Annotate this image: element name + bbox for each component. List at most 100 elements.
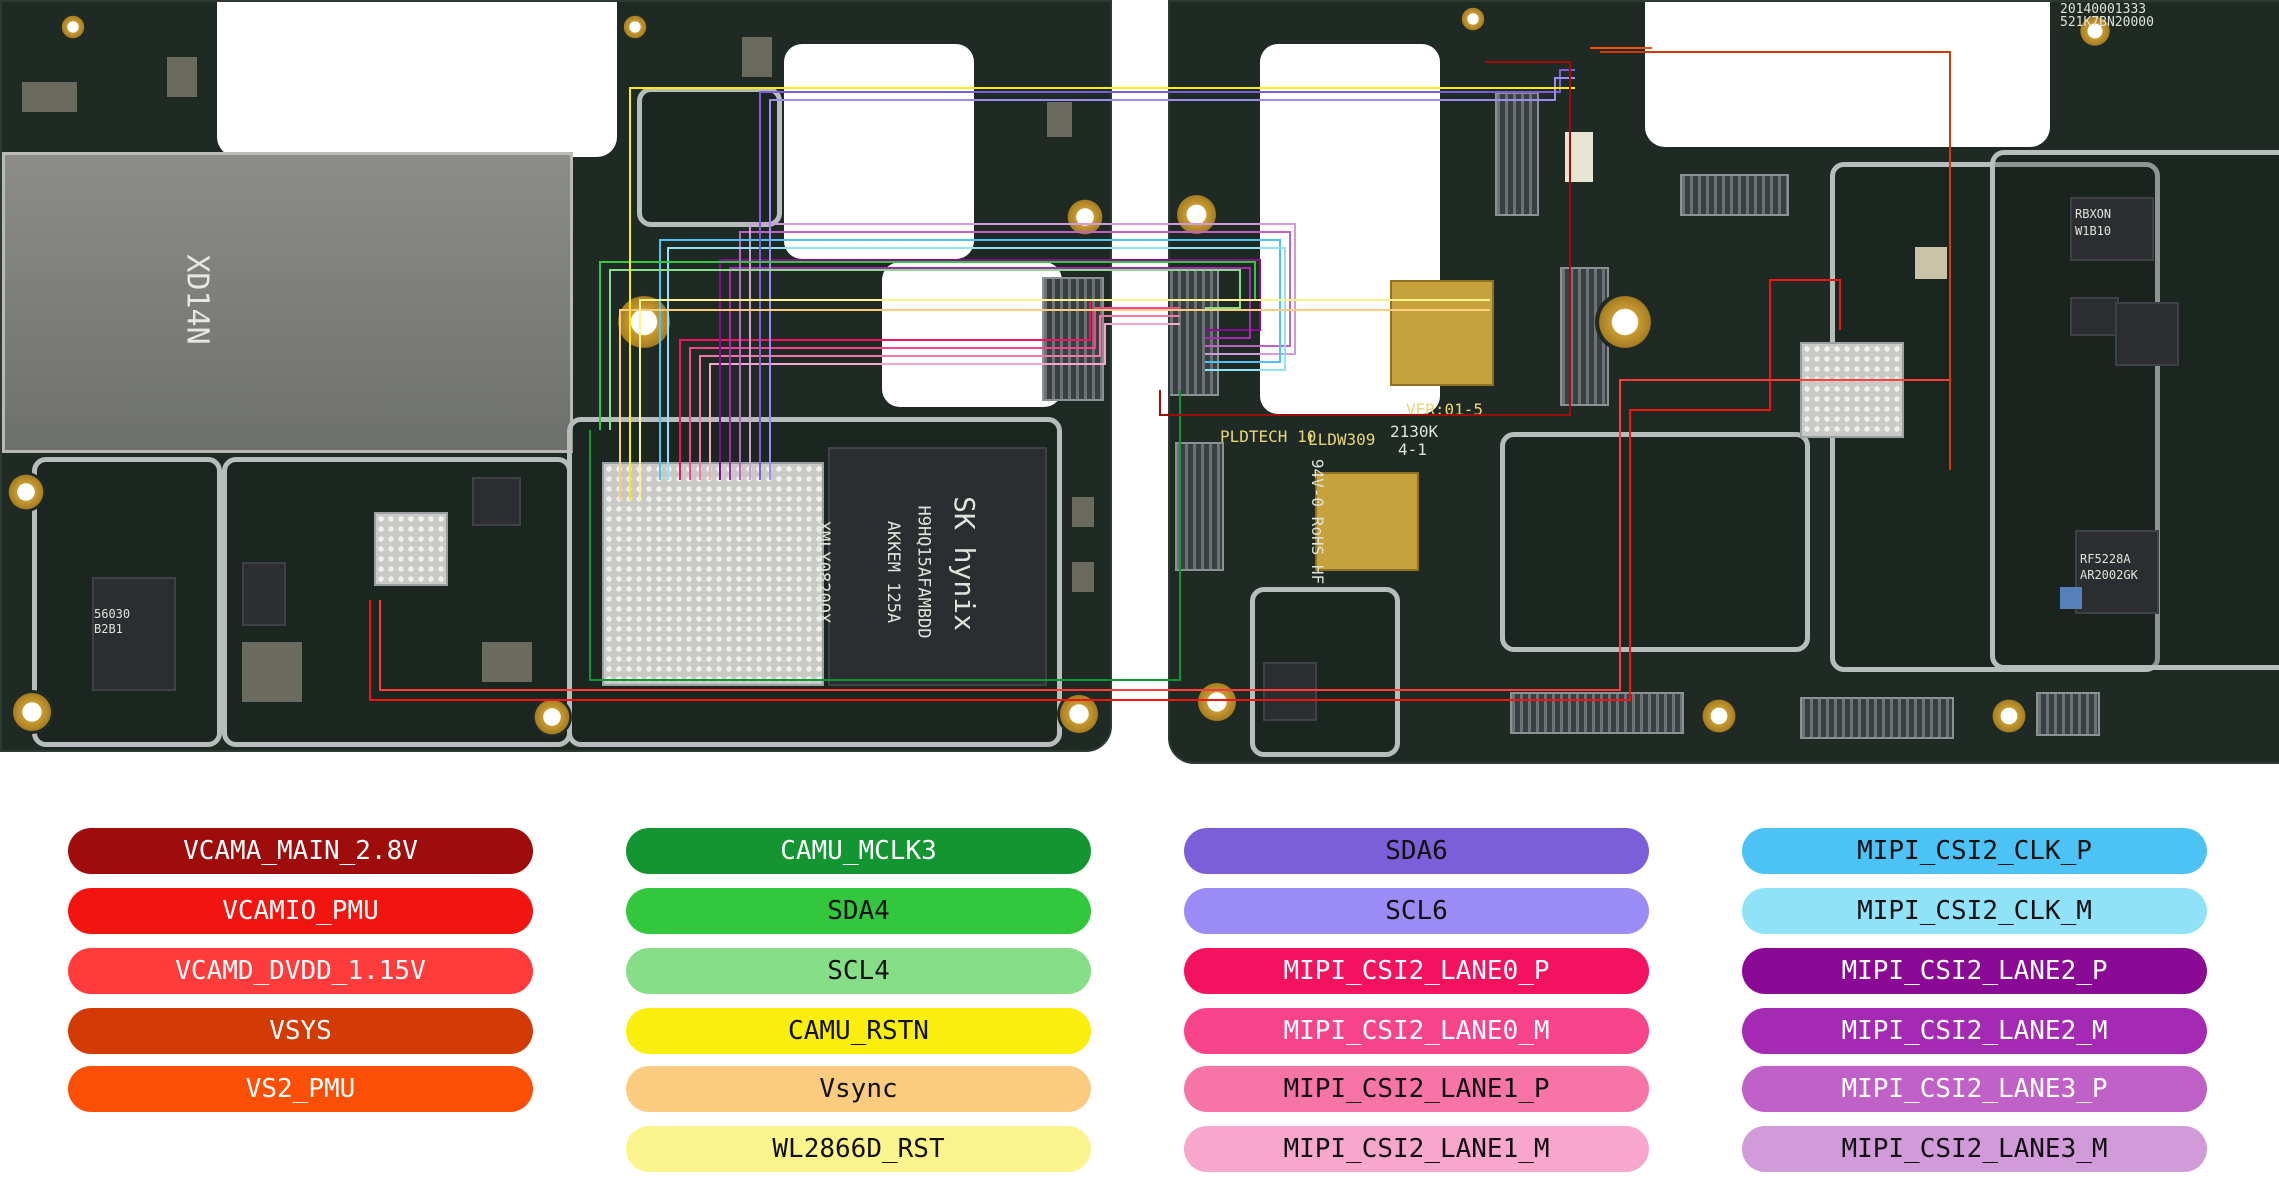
mount-hole — [1065, 197, 1105, 237]
ic-chip — [2070, 297, 2119, 336]
legend-item: MIPI_CSI2_LANE3_M — [1742, 1126, 2207, 1172]
silkscreen-memory-line2: AKKEM 125A — [883, 520, 904, 624]
silkscreen-chip-label: AR2002GK — [2080, 568, 2138, 582]
legend-item: MIPI_CSI2_LANE1_M — [1184, 1126, 1649, 1172]
legend-item: SDA4 — [626, 888, 1091, 934]
legend-item: MIPI_CSI2_LANE2_M — [1742, 1008, 2207, 1054]
board-connector — [1495, 92, 1539, 216]
mount-hole — [6, 472, 46, 512]
smd-component — [1915, 247, 1947, 279]
board-connector — [1170, 267, 1219, 396]
mount-hole — [2078, 14, 2112, 48]
shield-frame — [1500, 432, 1810, 652]
board-cutout — [217, 2, 617, 157]
legend-item: CAMU_RSTN — [626, 1008, 1091, 1054]
smd-component — [482, 642, 532, 682]
smd-component — [1047, 102, 1072, 137]
board-connector — [1800, 697, 1954, 739]
board-connector — [1510, 692, 1684, 734]
mount-hole — [614, 292, 674, 352]
silkscreen-chip-label: 56030 — [94, 607, 131, 621]
silkscreen-sim-label: XD14N — [179, 254, 215, 345]
ic-chip — [1263, 662, 1317, 721]
smd-component — [22, 82, 77, 112]
silkscreen-ver: VER:01-5 — [1406, 400, 1484, 419]
mount-hole — [1990, 697, 2028, 735]
smd-component — [1072, 497, 1094, 527]
mount-hole — [60, 14, 86, 40]
pmic-chip — [92, 577, 176, 691]
mount-hole — [532, 697, 572, 737]
pcb-board-left: XD14N SK hynix H9HQ15AFAMBDD AKKEM 125A … — [0, 0, 1112, 752]
legend-item: VCAMA_MAIN_2.8V — [68, 828, 533, 874]
legend-item: SCL6 — [1184, 888, 1649, 934]
shield-frame — [637, 87, 782, 227]
legend-item: Vsync — [626, 1066, 1091, 1112]
board-connector — [2036, 692, 2100, 736]
mount-hole — [1595, 292, 1655, 352]
legend-item: MIPI_CSI2_LANE1_P — [1184, 1066, 1649, 1112]
board-photo: XD14N SK hynix H9HQ15AFAMBDD AKKEM 125A … — [0, 0, 2279, 764]
legend-item: SDA6 — [1184, 828, 1649, 874]
silkscreen-rohs: 94V-0 RoHS HF — [1308, 458, 1328, 585]
legend-item: VS2_PMU — [68, 1066, 533, 1112]
shield-frame — [32, 457, 222, 747]
legend-item: VCAMIO_PMU — [68, 888, 533, 934]
board-connector — [1042, 277, 1104, 401]
soc-bga-pads — [602, 462, 824, 686]
mount-hole — [1460, 6, 1486, 32]
ic-chip — [242, 562, 286, 626]
sim-card-tray — [2, 152, 573, 453]
legend-item: SCL4 — [626, 948, 1091, 994]
smd-component — [1565, 132, 1593, 182]
silkscreen-chip-label: W1B10 — [2075, 224, 2112, 238]
camera-gold-pad — [1390, 280, 1494, 386]
legend-item: MIPI_CSI2_LANE3_P — [1742, 1066, 2207, 1112]
smd-component — [2060, 587, 2082, 609]
smd-component — [167, 57, 197, 97]
ic-chip — [472, 477, 521, 526]
camera-gold-pad — [1315, 472, 1419, 571]
memory-chip — [828, 447, 1047, 686]
silkscreen-vendor-code: PLDTECH 10 — [1220, 427, 1317, 446]
legend-item: MIPI_CSI2_LANE2_P — [1742, 948, 2207, 994]
mount-hole — [622, 14, 648, 40]
legend-item: MIPI_CSI2_CLK_P — [1742, 828, 2207, 874]
mount-hole — [1174, 192, 1219, 237]
mount-hole — [10, 690, 54, 734]
legend-item: WL2866D_RST — [626, 1126, 1091, 1172]
board-connector — [1680, 174, 1789, 216]
pmic-bga-pads — [374, 512, 448, 586]
legend-item: MIPI_CSI2_LANE0_P — [1184, 948, 1649, 994]
mount-hole — [1700, 697, 1738, 735]
rf-bga-pads — [1800, 342, 1904, 438]
silkscreen-date-code: 2130K — [1390, 422, 1439, 441]
legend-item: CAMU_MCLK3 — [626, 828, 1091, 874]
board-connector — [1175, 442, 1224, 571]
silkscreen-memory-brand: SK hynix — [947, 496, 981, 631]
mount-hole — [1057, 692, 1101, 736]
board-cutout — [882, 262, 1062, 407]
silkscreen-memory-part: H9HQ15AFAMBDD — [913, 505, 934, 639]
silkscreen-chip-label: RBXON — [2075, 207, 2112, 221]
silkscreen-pcb-code: LLDW309 — [1308, 430, 1376, 449]
silkscreen-qr-text: 521K7BN20000 — [2060, 15, 2154, 30]
rf-chip — [2075, 530, 2159, 614]
smd-component — [742, 37, 772, 77]
board-cutout — [784, 44, 974, 259]
silkscreen-qr-text: 20140001333 — [2060, 2, 2147, 17]
smd-component — [242, 642, 302, 702]
legend-item: VSYS — [68, 1008, 533, 1054]
board-cutout — [1645, 2, 2050, 147]
pcb-board-right: RF5228A AR2002GK RBXON W1B10 VER:01-5 21… — [1168, 0, 2279, 764]
silkscreen-memory-line3: XMLY0820QX — [813, 520, 834, 624]
legend-item: MIPI_CSI2_LANE0_M — [1184, 1008, 1649, 1054]
silkscreen-chip-label: RF5228A — [2080, 552, 2131, 566]
legend-item: VCAMD_DVDD_1.15V — [68, 948, 533, 994]
mount-hole — [1195, 680, 1239, 724]
smd-component — [1072, 562, 1094, 592]
ic-chip — [2070, 197, 2154, 261]
silkscreen-sub-code: 4-1 — [1398, 440, 1427, 459]
ic-chip — [2115, 302, 2179, 366]
silkscreen-chip-label: B2B1 — [94, 622, 123, 636]
